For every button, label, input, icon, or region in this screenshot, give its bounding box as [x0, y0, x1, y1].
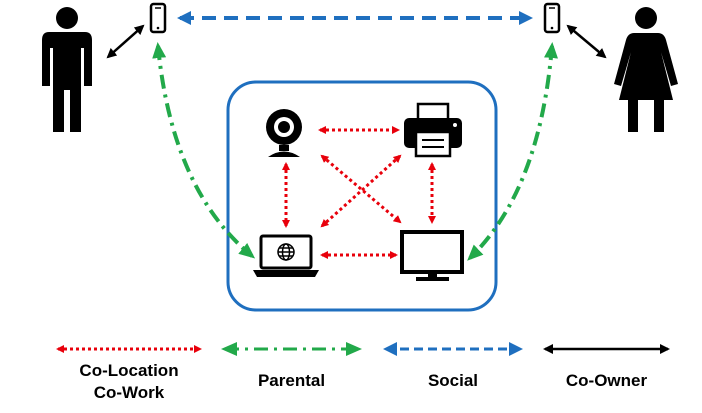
legend-parental-label: Parental — [257, 371, 326, 390]
co-owner-link-right — [566, 24, 607, 59]
link-webcam-monitor — [320, 154, 402, 224]
smartphone-right-icon — [543, 2, 561, 34]
legend-social-label: Social — [427, 371, 479, 390]
parental-link-left — [152, 42, 256, 259]
smartphone-left-icon — [149, 2, 167, 34]
laptop-icon — [253, 234, 319, 277]
webcam-icon — [266, 109, 302, 157]
monitor-icon — [400, 230, 464, 281]
co-location-links — [282, 126, 436, 259]
printer-icon — [404, 102, 462, 158]
parental-link-right — [467, 42, 558, 261]
legend-co-location-line2: Co-Work — [93, 383, 165, 402]
co-owner-link-left — [106, 24, 145, 59]
legend-co-location-label: Co-Location Co-Work — [58, 360, 200, 404]
legend-co-owner-label: Co-Owner — [565, 371, 648, 390]
man-icon — [42, 7, 92, 132]
legend-co-location-line1: Co-Location — [79, 361, 179, 380]
link-printer-laptop — [320, 154, 402, 228]
globe-icon — [277, 243, 295, 261]
woman-icon — [614, 7, 678, 132]
